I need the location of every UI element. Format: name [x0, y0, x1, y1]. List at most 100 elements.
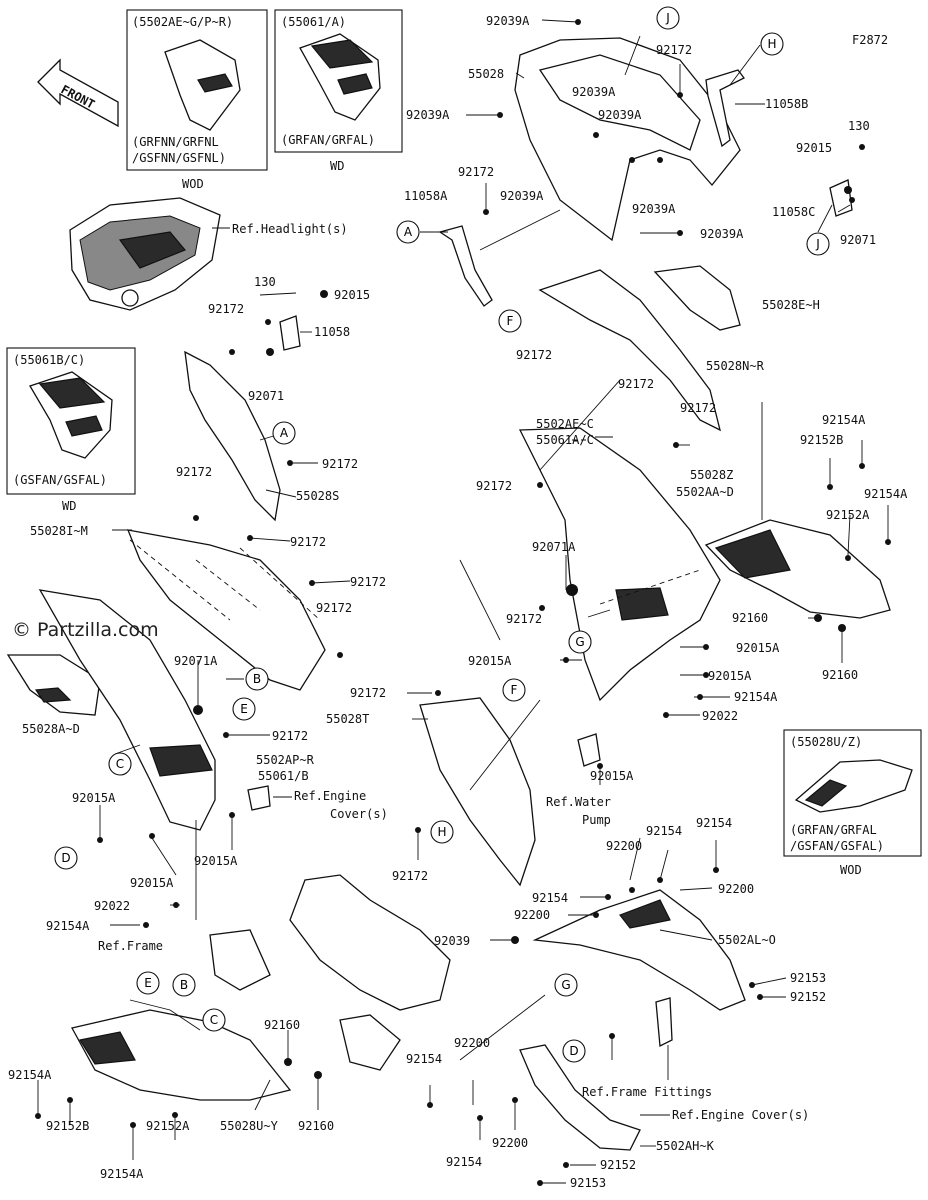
label-55028eh: 55028E~H [762, 298, 820, 312]
label-92015a-l2: 92015A [194, 854, 238, 868]
lower-cowl-55028ad [6, 654, 101, 716]
label-130-left: 130 [254, 275, 276, 289]
inner-cowl-55028im [126, 529, 326, 691]
label-92153-b: 92153 [570, 1176, 606, 1190]
variant-box-4-code: (55028U/Z) [790, 735, 862, 749]
label-55028s: 55028S [296, 489, 339, 503]
label-92154a-5: 92154A [8, 1068, 52, 1082]
callout-j-top: J [656, 6, 680, 30]
diagram-code: F2872 [852, 33, 888, 47]
callout-a-mid: A [272, 421, 296, 445]
ref-water-pump-2: Pump [582, 813, 611, 827]
callout-d-left: D [54, 846, 78, 870]
label-92071a-left: 92071A [174, 654, 218, 668]
callout-h-mid: H [430, 820, 454, 844]
under-cowl-5502ahk [519, 1044, 641, 1151]
label-92039a-2: 92039A [406, 108, 450, 122]
ref-frame: Ref.Frame [98, 939, 163, 953]
label-92172-12: 92172 [316, 601, 352, 615]
label-92039: 92039 [434, 934, 470, 948]
label-92154a-1: 92154A [822, 413, 866, 427]
label-92154a-3: 92154A [734, 690, 778, 704]
callout-c-mid: C [108, 752, 132, 776]
variant-box-1: (5502AE~G/P~R) (GRFNN/GRFNL /GSFNN/GSFNL… [126, 9, 268, 191]
label-92200-c: 92200 [514, 908, 550, 922]
inner-panel-55028s [184, 350, 281, 522]
callout-a-top: A [396, 220, 420, 244]
label-92039a-3: 92039A [572, 85, 616, 99]
variant-box-4-model-2: /GSFAN/GSFAL) [790, 839, 884, 853]
label-92154-a: 92154 [646, 824, 682, 838]
callout-g-bottom: G [554, 973, 578, 997]
label-92039a-6: 92039A [632, 202, 676, 216]
label-92172-7: 92172 [176, 465, 212, 479]
label-55028: 55028 [468, 67, 504, 81]
callout-c-bottom: C [202, 1008, 226, 1032]
svg-text:E: E [144, 976, 152, 990]
label-11058b: 11058B [765, 97, 808, 111]
label-92154-e: 92154 [446, 1155, 482, 1169]
label-92172-9: 92172 [476, 479, 512, 493]
variant-box-3-code: (55061B/C) [13, 353, 85, 367]
label-92153-a: 92153 [790, 971, 826, 985]
variant-box-4-tag: WOD [840, 863, 862, 877]
ref-frame-fittings: Ref.Frame Fittings [582, 1085, 712, 1099]
svg-text:H: H [767, 37, 776, 51]
svg-text:F: F [511, 683, 518, 697]
label-92071-left: 92071 [248, 389, 284, 403]
label-5502aec: 5502AE~C [536, 417, 594, 431]
svg-text:D: D [569, 1044, 578, 1058]
label-92152a-right: 92152A [826, 508, 870, 522]
label-92154-c: 92154 [532, 891, 568, 905]
callout-d-bottom: D [562, 1039, 586, 1063]
callout-b-mid: B [245, 667, 269, 691]
label-92160-right-2: 92160 [822, 668, 858, 682]
side-cowl-55028z [704, 519, 891, 619]
svg-text:C: C [116, 757, 124, 771]
panel-55028eh [653, 265, 741, 331]
label-92172-3: 92172 [208, 302, 244, 316]
bracket-11058a [438, 225, 493, 307]
svg-text:J: J [815, 237, 820, 251]
frame-structure [209, 874, 451, 1071]
label-92172-4: 92172 [516, 348, 552, 362]
middle-cowl-5502aec [518, 427, 721, 702]
variant-box-4: (55028U/Z) (GRFAN/GRFAL /GSFAN/GSFAL) WO… [783, 729, 922, 877]
label-55028ad: 55028A~D [22, 722, 80, 736]
label-92039a-1: 92039A [486, 14, 530, 28]
label-92154a-2: 92154A [864, 487, 908, 501]
ref-engine-cover-2: Ref.Engine Cover(s) [672, 1108, 809, 1122]
label-11058c: 11058C [772, 205, 815, 219]
label-92172-top: 92172 [656, 43, 692, 57]
label-5502ahk: 5502AH~K [656, 1139, 715, 1153]
svg-text:G: G [575, 635, 584, 649]
label-92152b-bottom: 92152B [46, 1119, 89, 1133]
variant-box-3-model-1: (GSFAN/GSFAL) [13, 473, 107, 487]
label-92039a-4: 92039A [598, 108, 642, 122]
label-92152-a: 92152 [790, 990, 826, 1004]
label-5502alo: 5502AL~O [718, 933, 776, 947]
fasteners [35, 19, 891, 1186]
label-55061b: 55061/B [258, 769, 309, 783]
variant-box-4-model-1: (GRFAN/GRFAL [790, 823, 877, 837]
label-92152b-right: 92152B [800, 433, 843, 447]
callout-f-mid: F [502, 678, 526, 702]
watermark: © Partzilla.com [12, 619, 159, 641]
label-92015a-r3: 92015A [708, 669, 752, 683]
variant-box-2-code: (55061/A) [281, 15, 346, 29]
label-92200-d: 92200 [454, 1036, 490, 1050]
label-92200-b: 92200 [718, 882, 754, 896]
label-92022-right: 92022 [702, 709, 738, 723]
label-92154-b: 92154 [696, 816, 732, 830]
label-92071-right: 92071 [840, 233, 876, 247]
label-92160-bottom-1: 92160 [264, 1018, 300, 1032]
bracket-11058 [279, 315, 301, 351]
svg-text:J: J [665, 11, 670, 25]
label-11058: 11058 [314, 325, 350, 339]
svg-text:D: D [61, 851, 70, 865]
label-92160-bottom-2: 92160 [298, 1119, 334, 1133]
label-92039a-5: 92039A [500, 189, 544, 203]
label-92200-e: 92200 [492, 1136, 528, 1150]
callout-e-mid: E [232, 697, 256, 721]
side-upper-panel [538, 269, 721, 432]
